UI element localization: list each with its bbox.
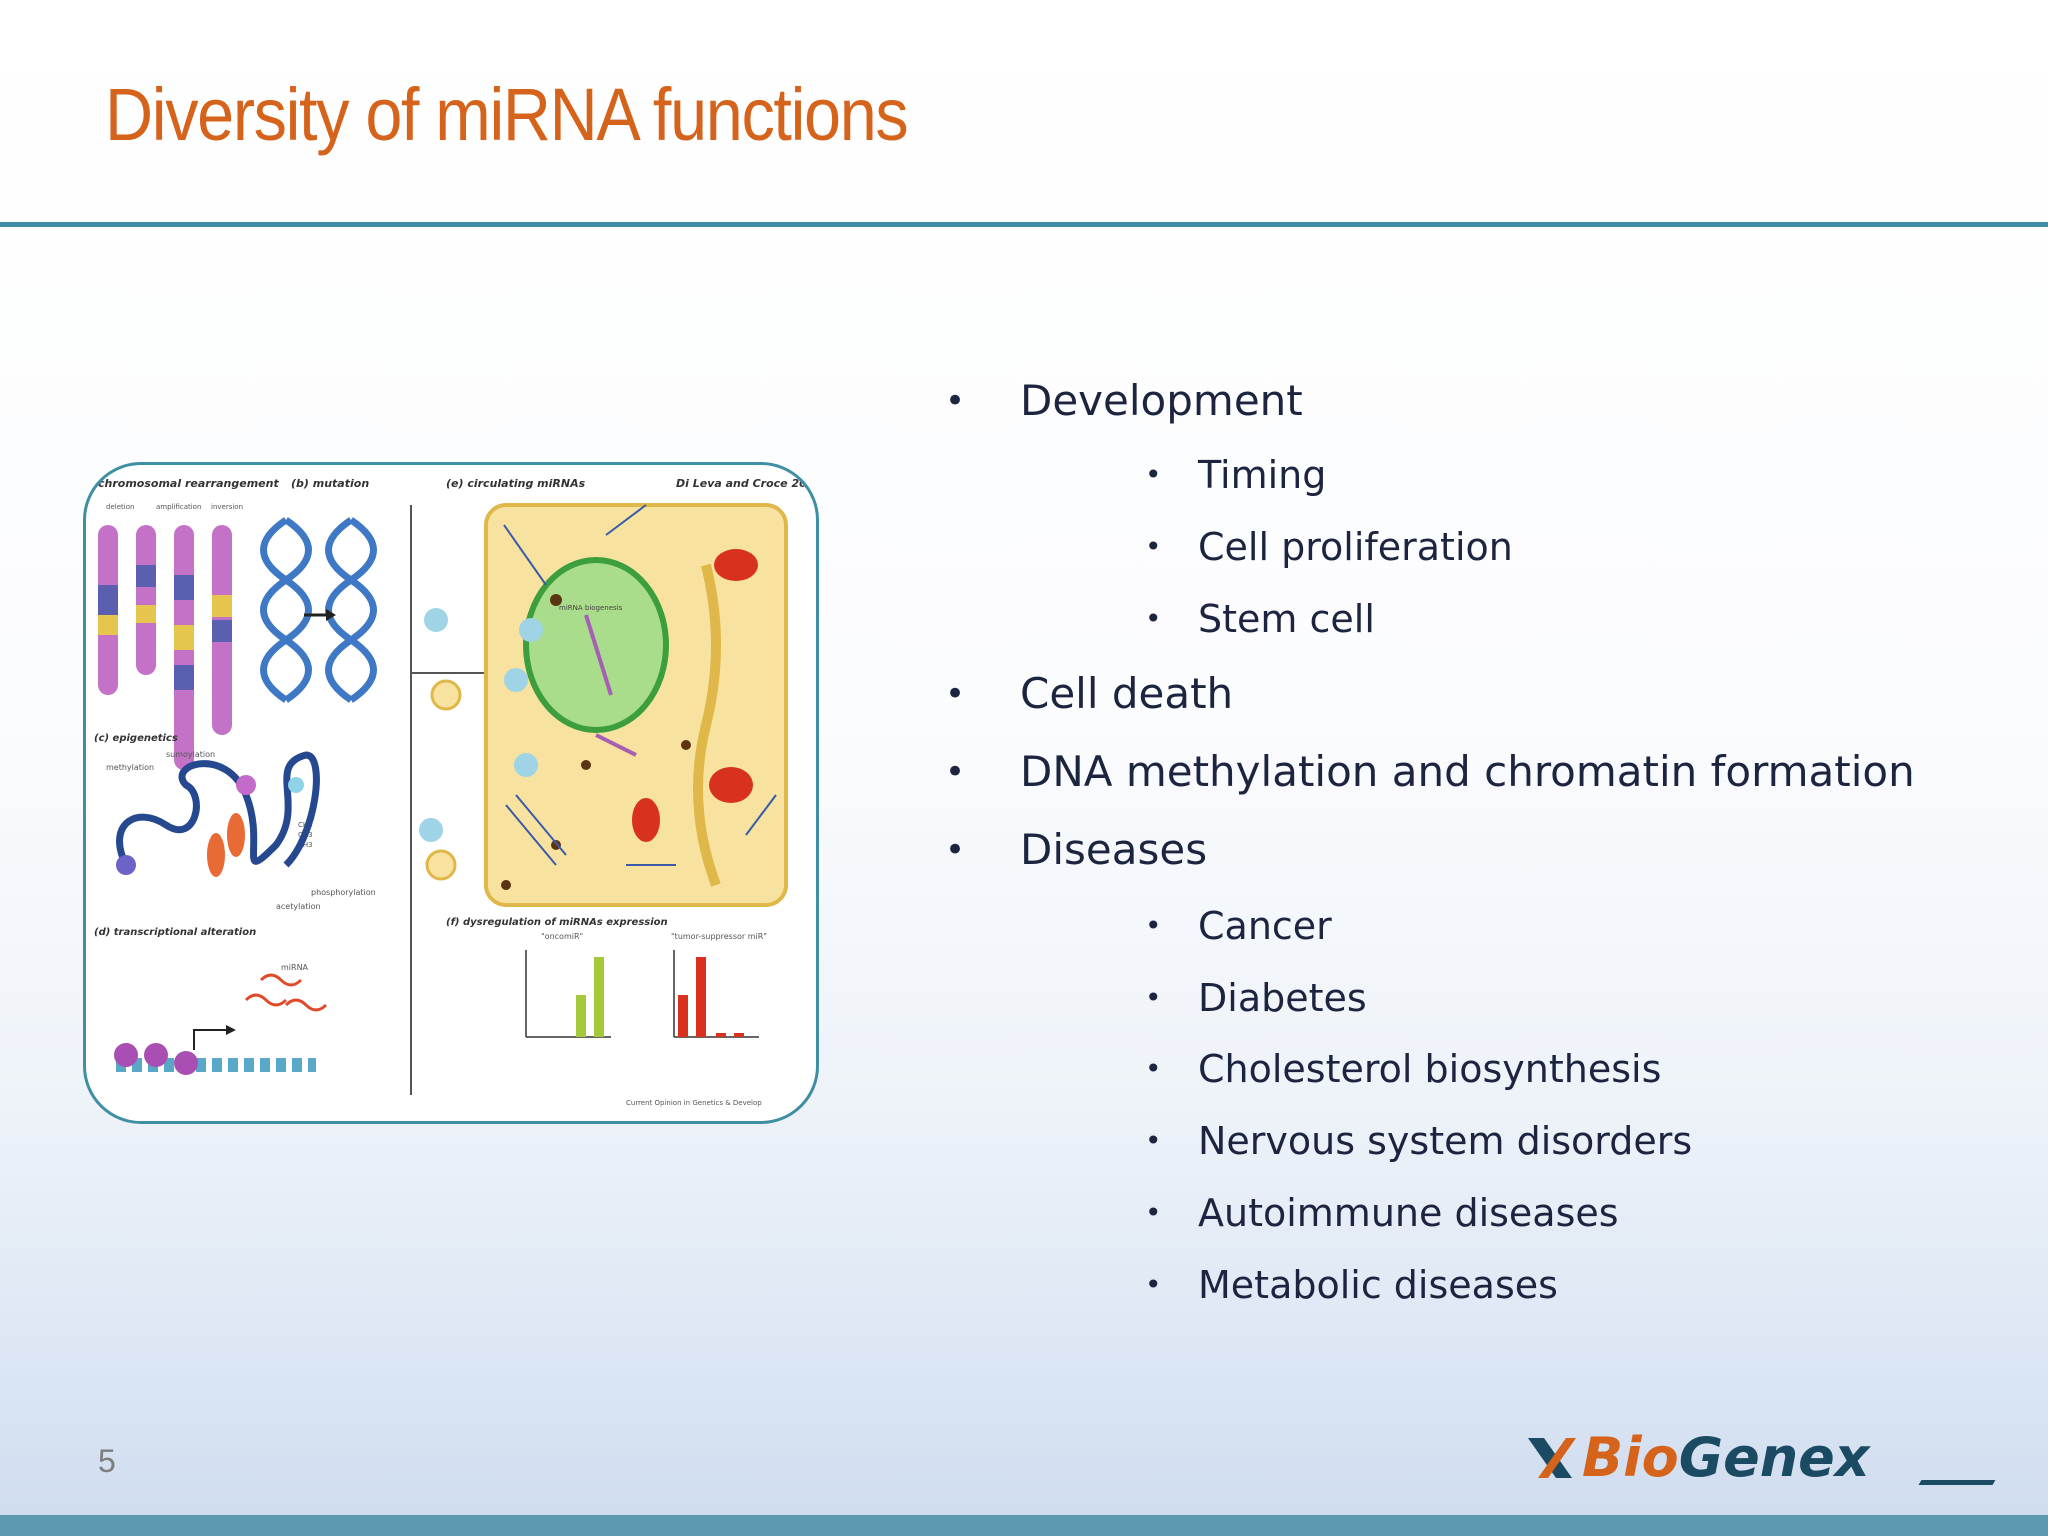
page-number: 5: [98, 1443, 116, 1479]
bullet-text: Development: [1020, 376, 1303, 425]
logo-bio: Bio: [1582, 1426, 1679, 1489]
sub-bullet-marker: •: [1145, 458, 1162, 491]
bullet-marker: •: [945, 674, 966, 714]
sub-bullet-text: Autoimmune diseases: [1198, 1191, 1619, 1235]
figure-credit: Di Leva and Croce 20: [676, 477, 807, 490]
logo-underline: [1918, 1480, 1996, 1485]
panel-d-label: (d) transcriptional alteration: [94, 927, 256, 938]
biogenex-logo: BioGenex: [1520, 1428, 2000, 1488]
mirna-figure-illustration: chromosomal rearrangement deletion ampli…: [94, 477, 807, 1107]
bullet-text: Diseases: [1020, 825, 1208, 874]
sub-bullet-marker: •: [1145, 1196, 1162, 1229]
panel-c-phosphorylation: phosphorylation: [311, 888, 376, 897]
panel-a-sub-2: amplification: [156, 503, 201, 511]
panel-a-label: chromosomal rearrangement: [98, 477, 279, 490]
bullet-text: Cell death: [1020, 669, 1234, 718]
sub-bullet-marker: •: [1145, 530, 1162, 563]
sub-bullet-text: Nervous system disorders: [1198, 1119, 1693, 1163]
biogenex-wordmark: BioGenex: [1582, 1428, 1870, 1488]
panel-e-label: (e) circulating miRNAs: [446, 477, 586, 490]
sub-bullet-text: Stem cell: [1198, 597, 1375, 641]
sub-bullet-marker: •: [1145, 1268, 1162, 1301]
panel-c-sumoylation: sumoylation: [166, 750, 215, 759]
bullet-marker: •: [945, 830, 966, 870]
footer-bar: [0, 1515, 2048, 1536]
panel-e-biogenesis: miRNA biogenesis: [559, 604, 623, 612]
panel-f-oncomir: "oncomiR": [541, 932, 583, 941]
panel-c-ch3-3: CH3: [298, 841, 313, 849]
panel-c-methylation: methylation: [106, 763, 154, 772]
panel-f-label: (f) dysregulation of miRNAs expression: [446, 917, 668, 928]
panel-a-sub-3: inversion: [211, 503, 243, 511]
sub-bullet-text: Diabetes: [1198, 976, 1367, 1020]
bullet-marker: •: [945, 381, 966, 421]
bullet-text: DNA methylation and chromatin formation: [1020, 747, 1915, 796]
panel-d-mirna: miRNA: [281, 963, 309, 972]
title-divider: [0, 222, 2048, 227]
sub-bullet-marker: •: [1145, 1124, 1162, 1157]
sub-bullet-marker: •: [1145, 1052, 1162, 1085]
slide-title: Diversity of miRNA functions: [105, 73, 909, 156]
sub-bullet-text: Metabolic diseases: [1198, 1263, 1558, 1307]
sub-bullet-text: Cholesterol biosynthesis: [1198, 1047, 1662, 1091]
sub-bullet-text: Timing: [1198, 453, 1327, 497]
sub-bullet-marker: •: [1145, 602, 1162, 635]
logo-genex: Genex: [1678, 1426, 1870, 1489]
panel-c-acetylation: acetylation: [276, 902, 321, 911]
biogenex-x-icon: [1528, 1438, 1576, 1478]
bullet-marker: •: [945, 752, 966, 792]
sub-bullet-text: Cell proliferation: [1198, 525, 1513, 569]
panel-b-label: (b) mutation: [291, 477, 369, 490]
figure-source: Current Opinion in Genetics & Develop: [626, 1099, 762, 1107]
mirna-figure: chromosomal rearrangement deletion ampli…: [83, 462, 819, 1124]
panel-a-sub-1: deletion: [106, 503, 134, 511]
panel-c-label: (c) epigenetics: [94, 733, 178, 744]
panel-f-tumor-suppressor: "tumor-suppressor miR": [671, 932, 767, 941]
sub-bullet-marker: •: [1145, 909, 1162, 942]
sub-bullet-text: Cancer: [1198, 904, 1332, 948]
sub-bullet-marker: •: [1145, 981, 1162, 1014]
